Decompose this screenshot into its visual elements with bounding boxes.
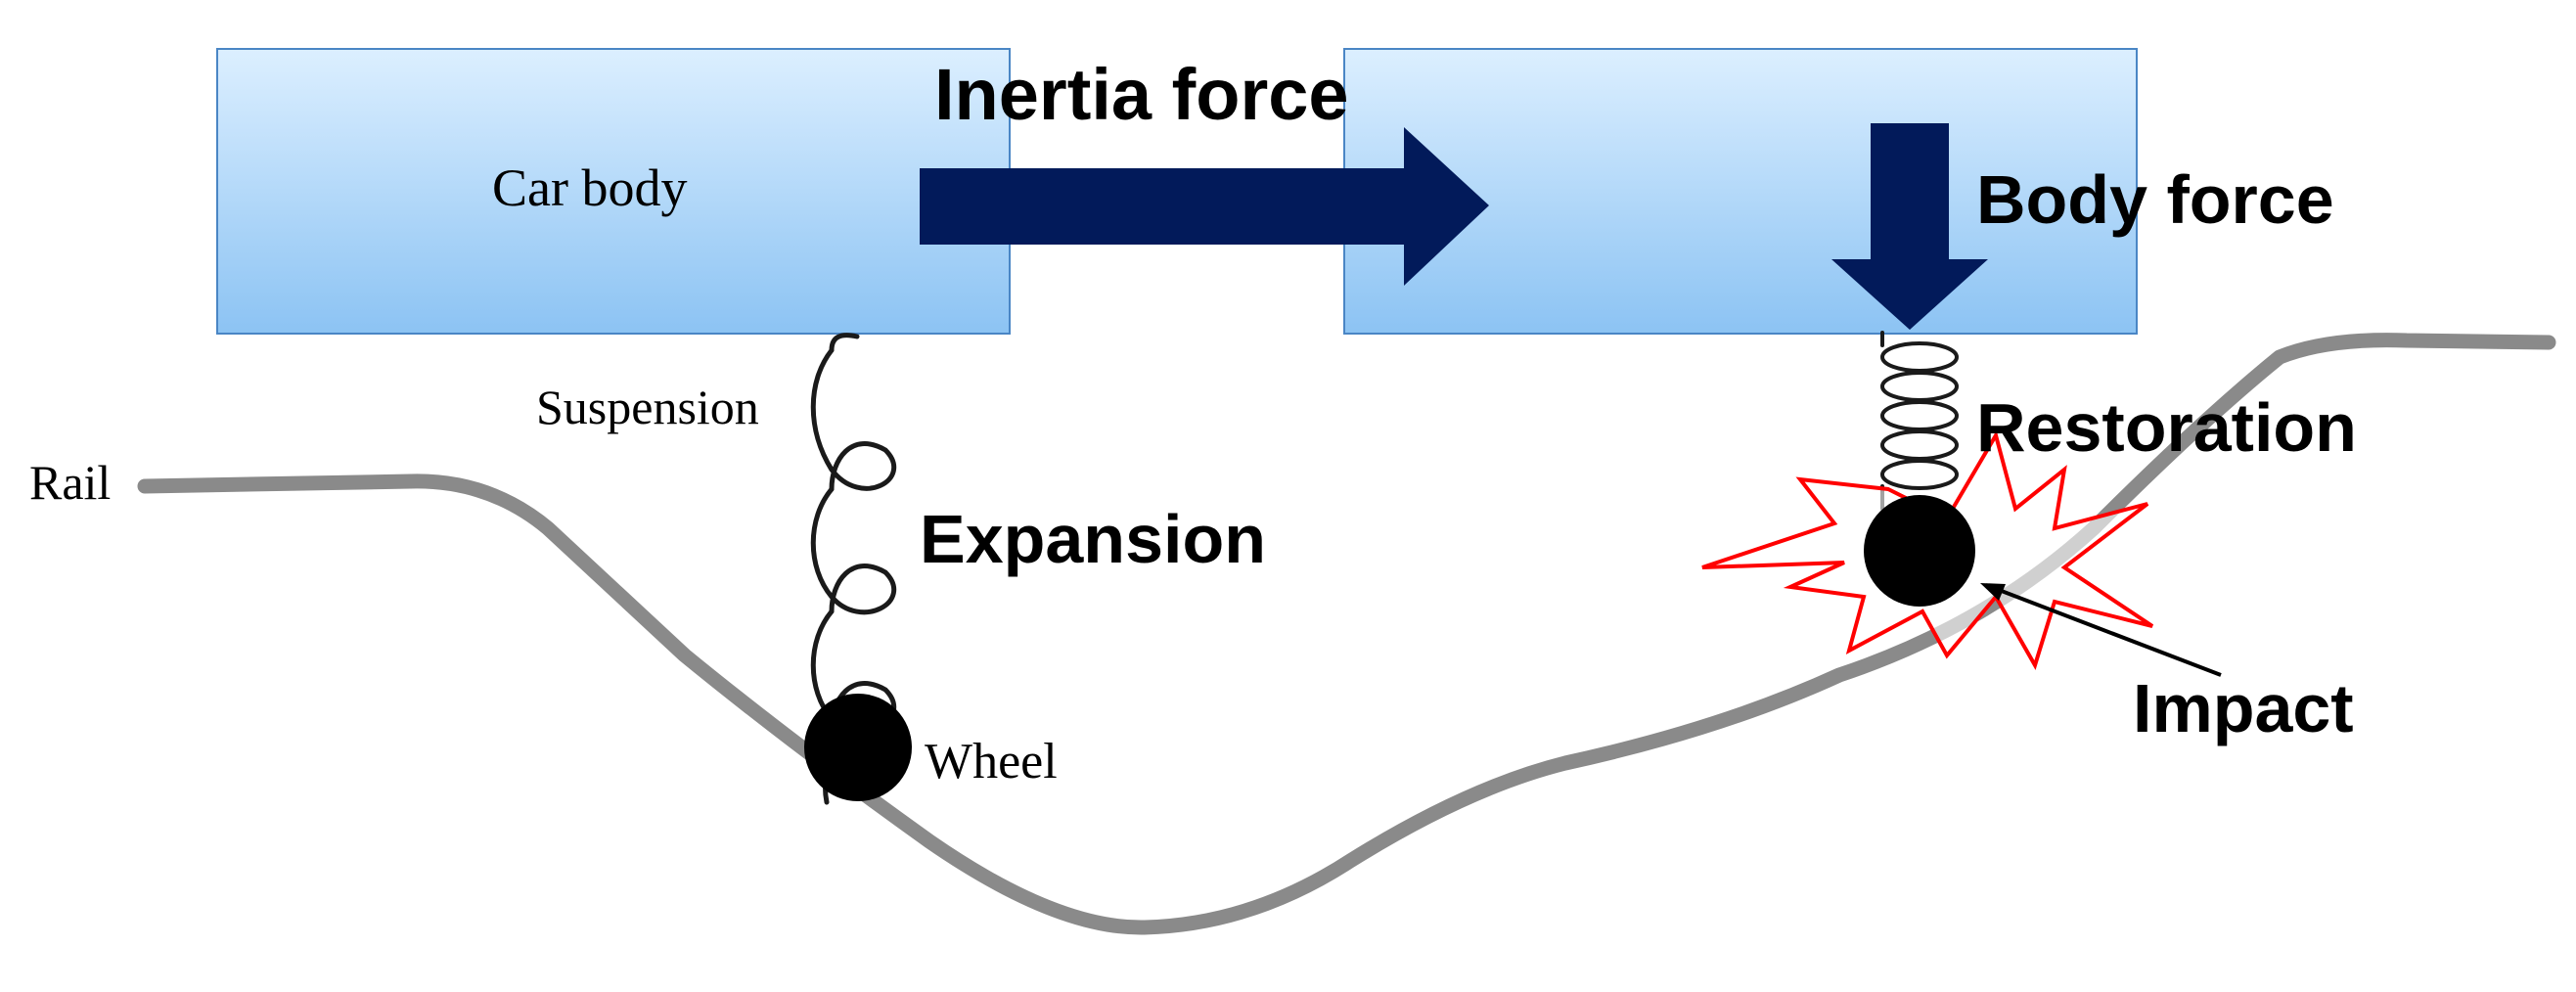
impact-pointer-head bbox=[1980, 583, 2006, 601]
car-body-label: Car body bbox=[492, 158, 687, 217]
car-body-left bbox=[216, 48, 1011, 335]
inertia-force-label: Inertia force bbox=[934, 54, 1349, 135]
impact-label: Impact bbox=[2133, 670, 2354, 746]
suspension-label: Suspension bbox=[536, 380, 759, 434]
body-force-arrow bbox=[1831, 123, 1988, 330]
restoration-label: Restoration bbox=[1976, 389, 2357, 466]
suspension-spring-right bbox=[1880, 331, 1959, 511]
wheel-right bbox=[1864, 495, 1975, 607]
wheel-left bbox=[804, 694, 912, 801]
inertia-force-arrow bbox=[920, 127, 1489, 286]
impact-pointer-line bbox=[1985, 583, 2222, 677]
rail-label: Rail bbox=[29, 455, 111, 510]
car-body-right bbox=[1343, 48, 2138, 335]
wheel-label: Wheel bbox=[925, 734, 1058, 789]
expansion-label: Expansion bbox=[920, 501, 1266, 577]
body-force-label: Body force bbox=[1976, 161, 2334, 238]
